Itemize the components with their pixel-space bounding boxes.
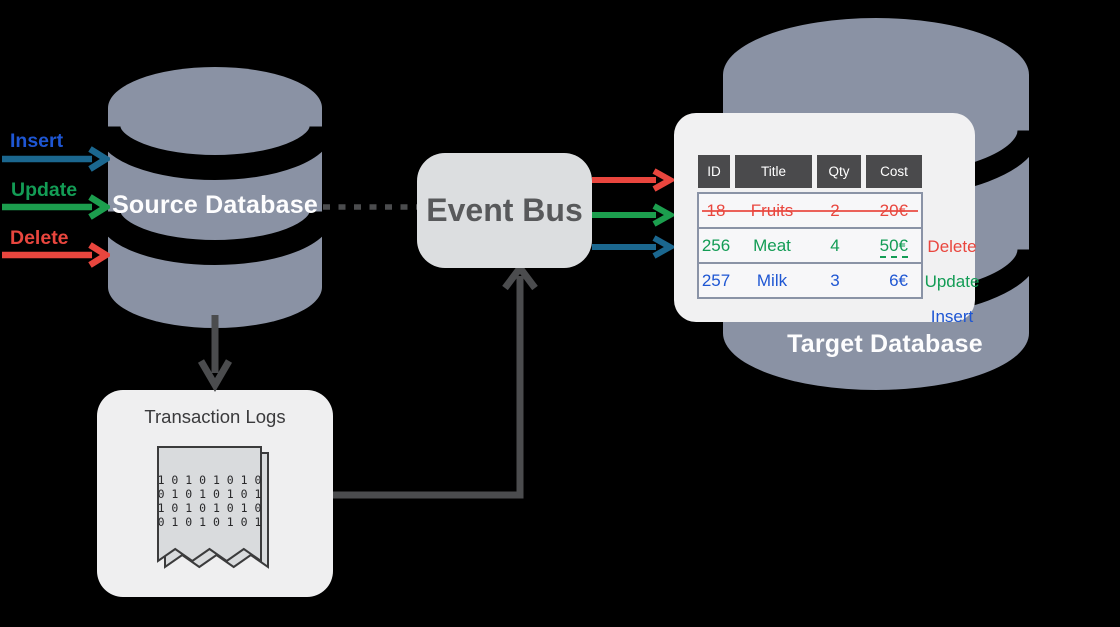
binary-line: 0 1 0 1 0 1 0 1: [158, 515, 262, 529]
table-row-delete: 18 Fruits 2 20€: [699, 194, 921, 229]
change-table-body: 18 Fruits 2 20€ 256 Meat 4 50€ 257 Milk …: [697, 192, 923, 299]
update-arrow-icon: [2, 194, 110, 220]
source-to-logs-arrow-icon: [197, 315, 233, 392]
target-database-label: Target Database: [787, 330, 983, 358]
source-database-cylinder-icon: [100, 67, 330, 328]
cell-cost-updated: 50€: [879, 235, 908, 258]
table-header-cost: Cost: [866, 155, 922, 188]
table-header-qty: Qty: [817, 155, 861, 188]
insert-arrow-icon: [2, 146, 110, 172]
delete-arrow-icon: [2, 242, 110, 268]
row-op-delete-label: Delete: [927, 237, 977, 256]
cell-qty: 3: [830, 270, 840, 290]
update-operation-label: Update: [11, 179, 78, 201]
logs-to-eventbus-arrow-icon: [333, 262, 538, 499]
cell-cost: 6€: [889, 270, 908, 290]
strikethrough-line: [702, 210, 918, 212]
table-header-id: ID: [698, 155, 730, 188]
event-bus-node: Event Bus: [417, 153, 592, 268]
binary-line: 1 0 1 0 1 0 1 0: [158, 501, 262, 515]
row-op-update-label: Update: [924, 272, 980, 291]
binary-line: 1 0 1 0 1 0 1 0: [158, 473, 262, 487]
source-database-label: Source Database: [112, 191, 318, 219]
eventbus-delete-arrow-icon: [592, 168, 676, 192]
table-header-title: Title: [735, 155, 812, 188]
table-row-update: 256 Meat 4 50€: [699, 229, 921, 264]
receipt-log-icon: 1 0 1 0 1 0 1 0 0 1 0 1 0 1 0 1 1 0 1 0 …: [157, 446, 269, 569]
row-op-insert-label: Insert: [930, 307, 974, 326]
eventbus-insert-arrow-icon: [592, 235, 676, 259]
table-row-insert: 257 Milk 3 6€: [699, 264, 921, 297]
event-bus-label: Event Bus: [426, 192, 583, 228]
cell-id: 256: [701, 235, 731, 255]
source-to-eventbus-dotted-line: [323, 204, 417, 210]
cell-title: Meat: [753, 235, 791, 255]
cell-qty: 4: [830, 235, 840, 255]
transaction-logs-title: Transaction Logs: [144, 406, 286, 427]
insert-operation-label: Insert: [10, 130, 64, 152]
cell-id: 257: [701, 270, 731, 290]
eventbus-update-arrow-icon: [592, 203, 676, 227]
delete-operation-label: Delete: [10, 227, 69, 249]
cell-title: Milk: [756, 270, 788, 290]
binary-line: 0 1 0 1 0 1 0 1: [158, 487, 262, 501]
change-table-card: ID Title Qty Cost 18 Fruits 2 20€ 256 Me…: [674, 113, 979, 326]
